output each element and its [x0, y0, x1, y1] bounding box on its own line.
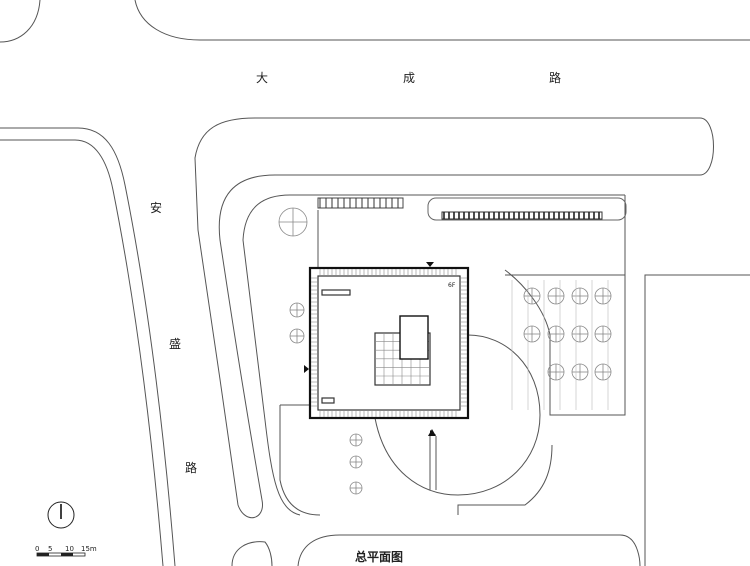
road-char: 路 [185, 460, 197, 475]
scale-bar: 0 5 10 15m [35, 545, 97, 557]
road-char: 路 [549, 70, 561, 85]
atrium-grid [374, 315, 431, 386]
parking-strip-right [427, 197, 627, 221]
scale-tick: 15m [81, 545, 97, 553]
drawing-title: 总平面图 [355, 549, 403, 564]
road-label-ansheng: 安 盛 路 [150, 200, 197, 475]
parking-strip-left [317, 197, 404, 209]
entrance-markers [304, 262, 437, 490]
entrance-arrow-west [304, 365, 309, 373]
main-building: 6F [308, 266, 470, 420]
north-arrow [47, 501, 75, 529]
road-char: 安 [150, 200, 162, 215]
scale-tick: 10 [65, 545, 74, 553]
entrance-arrow-south [428, 429, 436, 436]
site-boundary [279, 195, 626, 516]
road-char: 盛 [169, 336, 181, 351]
scale-tick: 0 [35, 545, 39, 553]
road-label-dacheng: 大 成 路 [256, 70, 561, 85]
entrance-arrow-north [426, 262, 434, 267]
floor-count-label: 6F [448, 282, 456, 289]
road-char: 大 [256, 71, 268, 85]
road-char: 成 [403, 71, 415, 85]
scale-tick: 5 [48, 545, 52, 553]
trees [278, 207, 612, 495]
